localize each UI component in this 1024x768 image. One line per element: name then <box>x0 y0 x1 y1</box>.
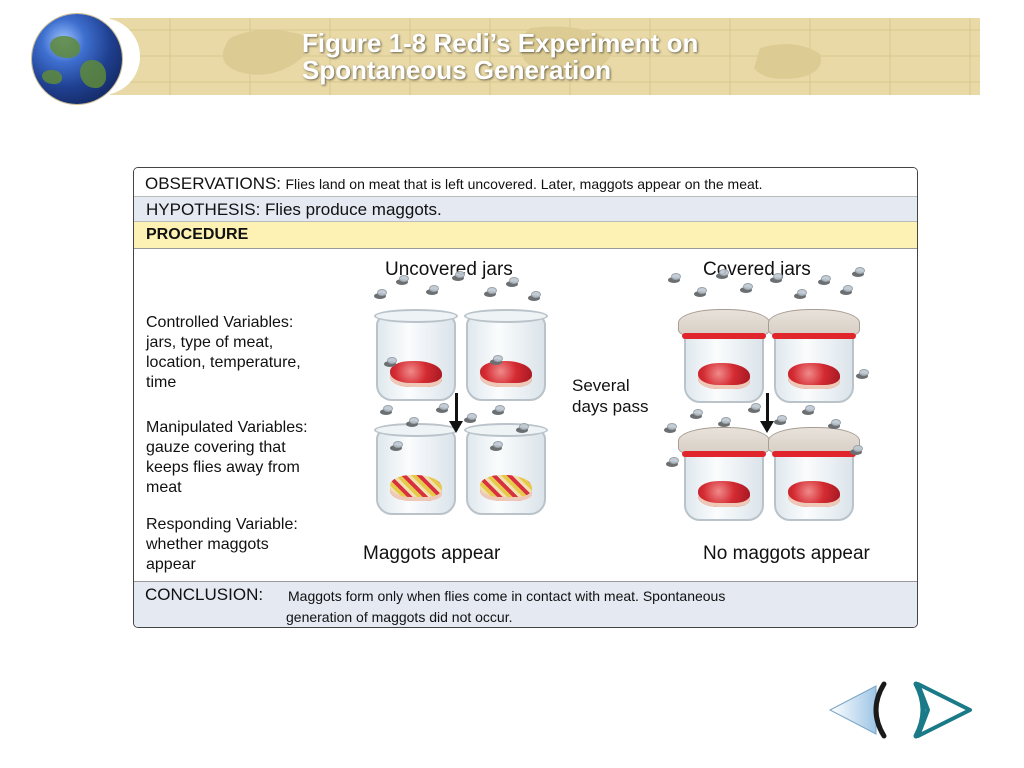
covered-result: No maggots appear <box>703 543 870 564</box>
fly-icon <box>384 357 397 367</box>
controlled-variables-heading: Controlled Variables: <box>146 314 294 331</box>
time-label-line: days pass <box>572 397 649 416</box>
fly-icon <box>452 271 465 281</box>
controlled-variables: Controlled Variables: jars, type of meat… <box>146 313 356 393</box>
time-label-line: Several <box>572 376 630 395</box>
fly-icon <box>850 445 863 455</box>
procedure-body: Controlled Variables: jars, type of meat… <box>134 249 917 581</box>
meat <box>480 361 532 387</box>
procedure-label: PROCEDURE <box>146 226 249 243</box>
fly-icon <box>748 403 761 413</box>
fly-icon <box>426 285 439 295</box>
meat <box>390 361 442 387</box>
covered-jar-before <box>678 309 770 403</box>
fly-icon <box>852 267 865 277</box>
manipulated-variables-line: meat <box>146 479 182 496</box>
uncovered-jar-after <box>374 423 458 515</box>
fly-icon <box>668 273 681 283</box>
conclusion-label: CONCLUSION: <box>145 585 264 604</box>
fly-icon <box>716 269 729 279</box>
hypothesis-row: HYPOTHESIS: Flies produce maggots. <box>134 197 917 222</box>
fly-icon <box>666 457 679 467</box>
uncovered-jar-before <box>464 309 548 401</box>
down-arrow-icon <box>760 393 774 433</box>
meat <box>788 481 840 507</box>
meat <box>788 363 840 389</box>
controlled-variables-line: time <box>146 374 177 391</box>
manipulated-variables: Manipulated Variables: gauze covering th… <box>146 418 356 498</box>
header-banner: Figure 1-8 Redi’s Experiment on Spontane… <box>0 0 1024 115</box>
forward-button[interactable] <box>908 678 974 742</box>
covered-jar-after <box>768 427 860 521</box>
down-arrow-icon <box>449 393 463 433</box>
fly-icon <box>740 283 753 293</box>
maggot-meat <box>390 475 442 501</box>
fly-icon <box>492 405 505 415</box>
observations-row: OBSERVATIONS: Flies land on meat that is… <box>134 168 917 197</box>
covered-jar-before <box>768 309 860 403</box>
observations-text: Flies land on meat that is left uncovere… <box>285 176 763 192</box>
meat <box>698 363 750 389</box>
fly-icon <box>484 287 497 297</box>
controlled-variables-line: jars, type of meat, <box>146 334 274 351</box>
fly-icon <box>664 423 677 433</box>
forward-arrow-icon <box>913 681 972 739</box>
fly-icon <box>840 285 853 295</box>
several-days-pass-label: Several days pass <box>572 375 682 417</box>
fly-icon <box>802 405 815 415</box>
fly-icon <box>516 423 529 433</box>
fly-icon <box>436 403 449 413</box>
banner-map-background <box>110 18 980 95</box>
uncovered-jar-before <box>374 309 458 401</box>
title-line-1: Figure 1-8 Redi’s Experiment on <box>302 28 699 58</box>
back-button[interactable] <box>826 678 892 742</box>
fly-icon <box>390 441 403 451</box>
conclusion-text-line-1: Maggots form only when flies come in con… <box>288 588 726 604</box>
meat <box>698 481 750 507</box>
responding-variable-heading: Responding Variable: <box>146 516 298 533</box>
fly-icon <box>828 419 841 429</box>
maggot-meat <box>480 475 532 501</box>
fly-icon <box>856 369 869 379</box>
fly-icon <box>490 355 503 365</box>
fly-icon <box>770 273 783 283</box>
covered-jar-after <box>678 427 770 521</box>
manipulated-variables-heading: Manipulated Variables: <box>146 419 308 436</box>
globe-icon <box>32 14 122 104</box>
fly-icon <box>774 415 787 425</box>
uncovered-jar-after <box>464 423 548 515</box>
conclusion-row: CONCLUSION: Maggots form only when flies… <box>134 581 917 627</box>
controlled-variables-line: location, temperature, <box>146 354 301 371</box>
observations-label: OBSERVATIONS: <box>145 174 282 193</box>
fly-icon <box>374 289 387 299</box>
responding-variable-line: whether maggots <box>146 536 269 553</box>
fly-icon <box>380 405 393 415</box>
fly-icon <box>464 413 477 423</box>
manipulated-variables-line: keeps flies away from <box>146 459 300 476</box>
fly-icon <box>694 287 707 297</box>
fly-icon <box>690 409 703 419</box>
responding-variable: Responding Variable: whether maggots app… <box>146 515 356 575</box>
fly-icon <box>794 289 807 299</box>
banner-grid <box>110 18 980 95</box>
back-arrow-icon <box>828 681 887 739</box>
fly-icon <box>506 277 519 287</box>
conclusion-text-line-2: generation of maggots did not occur. <box>286 609 513 625</box>
uncovered-jars-heading: Uncovered jars <box>385 259 513 280</box>
fly-icon <box>528 291 541 301</box>
responding-variable-line: appear <box>146 556 196 573</box>
title-line-2: Spontaneous Generation <box>302 55 612 85</box>
fly-icon <box>406 417 419 427</box>
page-title: Figure 1-8 Redi’s Experiment on Spontane… <box>302 30 922 84</box>
fly-icon <box>718 417 731 427</box>
hypothesis-text: HYPOTHESIS: Flies produce maggots. <box>146 200 442 219</box>
uncovered-result: Maggots appear <box>363 543 501 564</box>
procedure-row: PROCEDURE <box>134 222 917 249</box>
manipulated-variables-line: gauze covering that <box>146 439 286 456</box>
fly-icon <box>396 275 409 285</box>
fly-icon <box>490 441 503 451</box>
fly-icon <box>818 275 831 285</box>
covered-jars-heading: Covered jars <box>703 259 811 280</box>
experiment-table: OBSERVATIONS: Flies land on meat that is… <box>133 167 918 628</box>
